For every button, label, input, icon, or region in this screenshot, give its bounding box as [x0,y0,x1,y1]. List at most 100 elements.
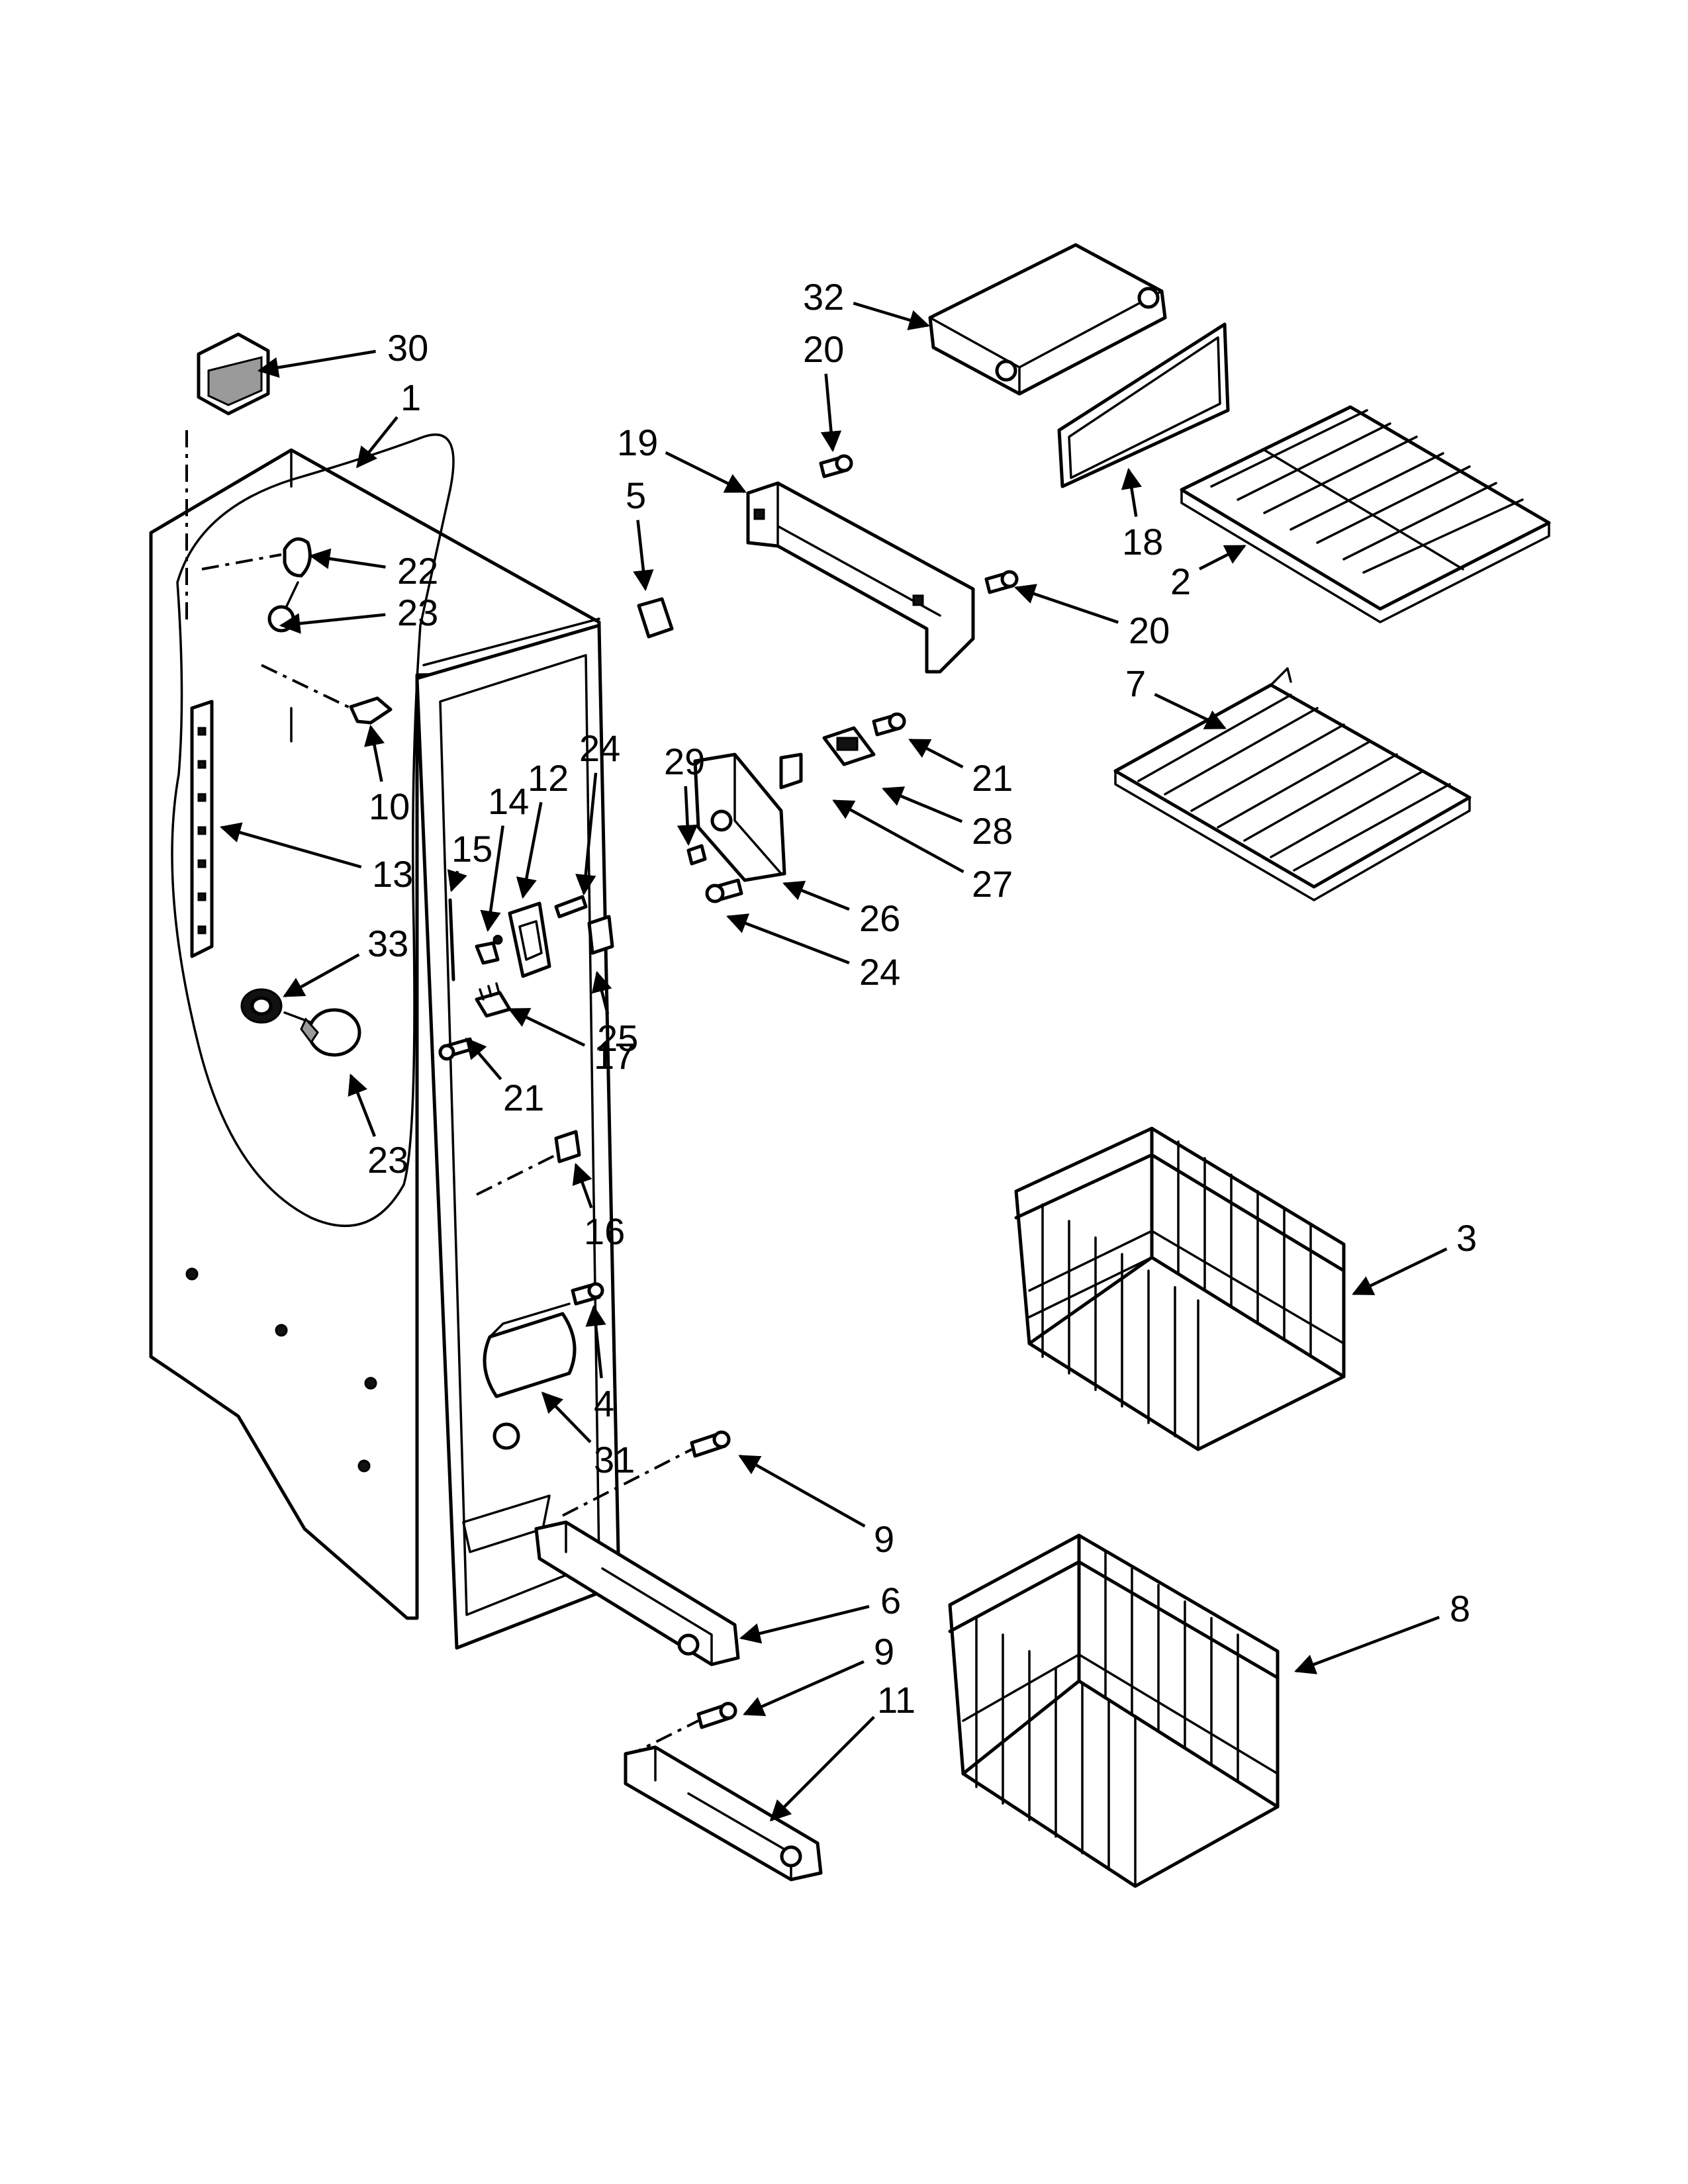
callout-leader [219,822,362,869]
liner-front-frame [415,617,621,1650]
callout-c3: 3 [1352,1217,1477,1296]
callout-c20a: 20 [803,328,844,453]
part-31-damper [483,1302,577,1450]
callout-leader [283,953,360,997]
part-16-switch [476,1130,581,1196]
callout-leader [480,825,504,933]
callout-c23a: 23 [279,592,438,634]
callout-c1: 1 [356,377,421,469]
callout-label: 9 [874,1518,894,1560]
callout-c15: 15 [447,828,492,892]
callout-c23b: 23 [348,1073,408,1181]
callout-leader [677,786,698,846]
callout-leader [908,739,964,769]
callout-leader [1121,467,1143,517]
callout-leader [257,349,376,378]
callout-c30: 30 [257,327,428,378]
callout-leader [541,1391,592,1443]
callout-label: 22 [397,550,438,592]
callout-c14: 14 [480,780,529,933]
callout-leader [1198,544,1246,570]
callout-label: 14 [488,780,529,822]
callout-leader [1294,1615,1440,1674]
callout-label: 21 [503,1077,544,1118]
part-28-switch [822,726,876,766]
callout-c29: 29 [664,741,705,846]
callout-c9b: 9 [743,1631,894,1716]
callout-c24a: 24 [575,727,620,896]
callout-label: 20 [803,328,844,370]
part-32-hinge-cover [928,243,1167,396]
callout-leader [585,1304,606,1379]
callout-label: 20 [1129,610,1170,651]
callout-leader [516,801,543,899]
part-3-wire-basket [1014,1126,1346,1451]
callout-c9a: 9 [738,1455,894,1560]
callout-leader [769,1715,875,1822]
callout-label: 25 [597,1017,638,1059]
callout-c26: 26 [782,880,900,939]
part-24-screw-lower [705,878,743,903]
callout-label: 16 [584,1210,625,1252]
callout-c12: 12 [516,757,569,899]
part-20-screw-upper [819,454,853,478]
part-19-bracket [746,481,975,674]
part-2-wire-shelf [1180,405,1551,623]
callout-leader [739,1605,870,1644]
callout-label: 24 [859,951,900,993]
callout-label: 23 [397,592,438,633]
callout-leader [356,416,399,469]
callout-c2: 2 [1170,544,1246,602]
part-13-rail [190,700,214,958]
callout-c31: 31 [541,1391,635,1480]
part-7-wire-shelf [1113,667,1472,901]
callout-c17: 17 [508,1007,635,1077]
callout-label: 31 [594,1439,635,1480]
callout-label: 21 [972,757,1013,799]
part-26-mount [693,752,786,882]
callout-c25: 25 [591,970,638,1059]
part-22-light-socket [201,537,312,578]
part-23-light-bulb-lower [283,1008,361,1057]
callout-label: 11 [877,1679,915,1721]
callout-label: 28 [972,810,1013,852]
callout-leader [447,869,467,892]
callout-label: 17 [594,1035,635,1077]
callout-label: 24 [579,727,620,769]
callout-leader [348,1073,377,1137]
callout-label: 7 [1125,662,1146,704]
part-33-lamp-socket [240,988,283,1024]
callout-leader [572,1163,593,1208]
part-11-lower-cover [624,1745,823,1882]
callout-leader [1352,1247,1448,1296]
part-12-control-housing [508,901,551,978]
callout-label: 23 [367,1139,408,1181]
callout-c16: 16 [572,1163,625,1252]
callout-label: 4 [594,1383,614,1424]
callout-label: 33 [367,923,408,964]
part-4-screw [571,1282,604,1306]
callout-label: 29 [664,741,705,782]
callout-label: 15 [451,828,492,870]
part-20-screw-lower [984,570,1019,594]
callout-label: 32 [803,276,844,318]
callout-c18: 18 [1121,467,1163,563]
callout-label: 8 [1450,1588,1470,1629]
callout-label: 2 [1170,561,1191,602]
callout-leader [853,301,931,330]
callout-c13: 13 [219,822,413,895]
callout-c27: 27 [832,799,1013,905]
callout-leader [1014,584,1119,624]
callout-c28: 28 [882,786,1013,852]
callout-c21a: 21 [908,739,1013,799]
part-9-screw-upper [562,1430,731,1517]
part-18-panel [1057,322,1230,488]
callout-c4: 4 [585,1304,614,1424]
callout-leader [738,1455,866,1527]
part-27-cover [779,752,803,790]
callout-leader [308,548,386,569]
part-6-front-cover [534,1520,740,1666]
callout-label: 6 [880,1580,901,1621]
callout-leader [508,1007,586,1047]
